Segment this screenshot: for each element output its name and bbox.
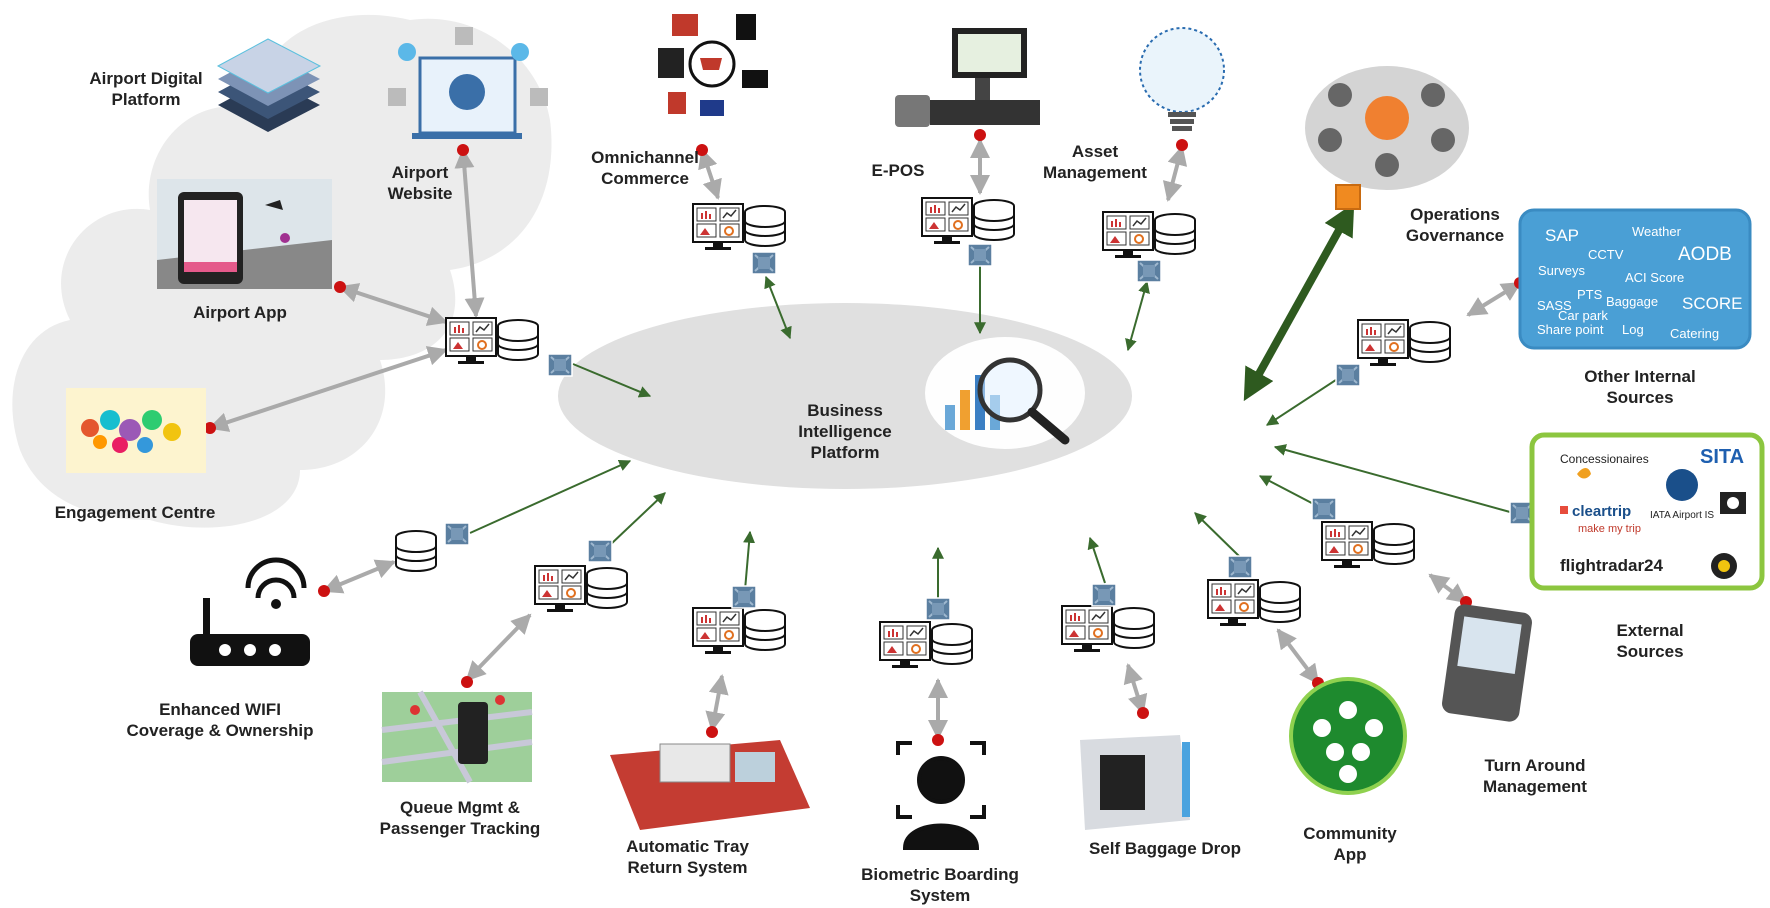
label-queue-mgmt: Queue Mgmt &Passenger Tracking — [379, 798, 541, 838]
bi-server-baggage — [1061, 583, 1155, 653]
airport-app-phone-icon — [157, 179, 332, 289]
external-word-makemytrip: make my trip — [1578, 523, 1641, 535]
internal-word-log: Log — [1622, 322, 1644, 337]
label-airport-app: Airport App — [193, 303, 287, 322]
omnichannel-icon — [658, 14, 768, 116]
engagement-centre-icon — [66, 388, 206, 473]
website-laptop-icon — [388, 27, 548, 139]
layers-icon — [216, 38, 322, 132]
internal-word-baggage: Baggage — [1606, 294, 1659, 309]
external-word-sita: SITA — [1700, 446, 1745, 468]
community-app-icon — [1289, 677, 1407, 795]
internal-word-aci-score: ACI Score — [1625, 270, 1685, 285]
grey-connectors — [208, 138, 1522, 740]
biometric-face-icon — [896, 741, 986, 850]
tray-return-system-icon — [610, 740, 810, 830]
external-logos — [1560, 468, 1746, 579]
internal-word-sap: SAP — [1545, 226, 1580, 245]
external-word-cleartrip: cleartrip — [1572, 503, 1632, 520]
database-wifi — [395, 522, 470, 572]
governance-arrow — [1243, 202, 1355, 402]
bi-server-asset — [1102, 211, 1196, 283]
dark-connectors — [469, 254, 1511, 600]
baggage-drop-machine-icon — [1080, 735, 1190, 830]
external-word-concessionaires: Concessionaires — [1560, 452, 1649, 466]
external-word-flightradar: flightradar24 — [1560, 556, 1663, 575]
label-self-baggage-drop: Self Baggage Drop — [1088, 839, 1242, 858]
internal-word-car-park: Car park — [1558, 308, 1608, 323]
internal-word-weather: Weather — [1632, 224, 1681, 239]
governance-network-icon — [1305, 66, 1469, 210]
analytics-magnifier-icon — [925, 337, 1085, 449]
internal-word-aodb: AODB — [1678, 244, 1732, 265]
internal-word-surveys: Surveys — [1538, 263, 1585, 278]
turnaround-handheld-icon — [1442, 604, 1532, 722]
bi-server-internal — [1335, 319, 1451, 387]
bi-server-airport — [445, 317, 573, 377]
internal-word-share-point: Share point — [1537, 322, 1604, 337]
internal-word-catering: Catering — [1670, 326, 1720, 341]
bi-server-biometric — [879, 597, 973, 669]
other-internal-sources-box — [1518, 208, 1752, 350]
internal-word-score: SCORE — [1682, 294, 1743, 313]
epos-terminal-icon — [895, 28, 1040, 127]
bi-server-turnaround — [1311, 497, 1415, 569]
bi-server-queue — [534, 539, 628, 613]
bi-server-tray — [692, 585, 786, 655]
label-epos: E-POS — [871, 161, 925, 180]
bi-server-community — [1207, 555, 1301, 627]
internal-word-pts: PTS — [1577, 287, 1603, 302]
bi-server-omnichannel — [692, 203, 786, 275]
asset-bulb-icon — [1139, 27, 1225, 131]
internal-word-sass: SASS — [1537, 298, 1572, 313]
internal-word-cctv: CCTV — [1588, 247, 1624, 262]
label-engagement-centre: Engagement Centre — [54, 503, 216, 522]
external-word-iata: IATA Airport IS — [1650, 510, 1715, 521]
queue-map-icon — [381, 690, 533, 784]
bi-server-epos — [921, 197, 1015, 267]
wifi-router-icon — [190, 557, 310, 666]
